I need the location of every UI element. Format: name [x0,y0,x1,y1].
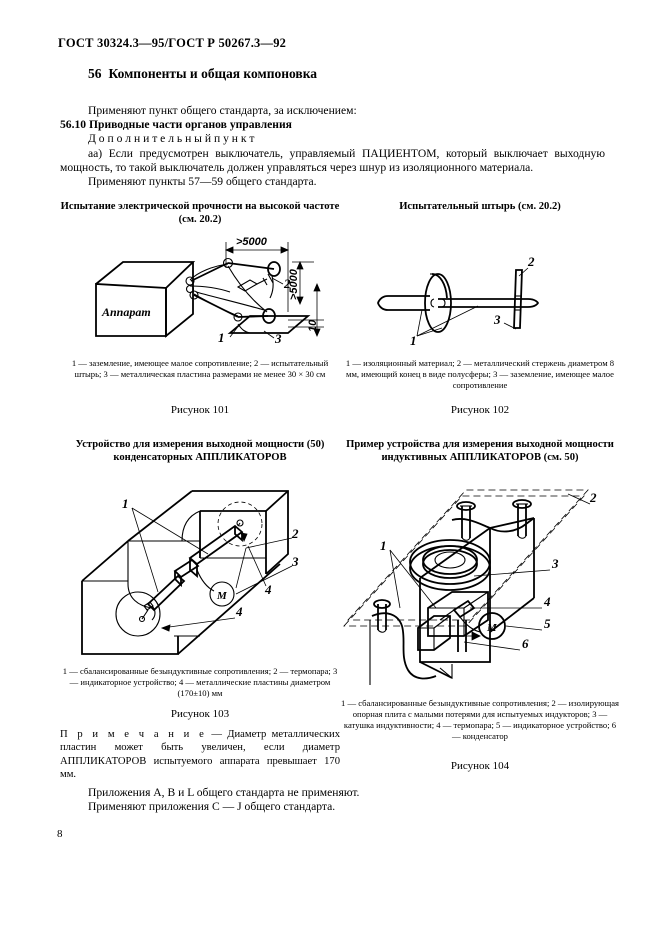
meter-label: M [486,622,498,634]
apparatus-box: Аппарат [95,261,196,338]
callout-2: 2 [283,276,291,291]
figure-104-caption: 1 — сбалансированные безындуктивные сопр… [341,698,619,741]
body-line-last: Применяют пункты 57—59 общего стандарта. [88,175,317,189]
inductor-coil [409,539,491,591]
dimension-horizontal: >5000 [224,236,290,312]
figure-101-number: Рисунок 101 [170,404,230,416]
indicator-meter: M [478,612,506,640]
resistor-bar [146,522,244,612]
dimension-10-label: 10 [307,319,319,332]
note-text: Диаметр металлических пластин может быть… [60,729,340,781]
figure-102-number: Рисунок 102 [450,404,510,416]
figure-101-callouts: 1 2 3 [218,276,291,346]
dimension-vertical-label: >5000 [288,268,300,300]
callout-4a: 4 [264,582,272,597]
dimension-10: 10 [288,282,324,338]
section-number: 56 [88,66,102,81]
figure-102-title: Испытательный штырь (см. 20.2) [399,201,561,212]
meter-circle [209,581,235,607]
callout-2: 2 [527,254,535,269]
capacitor-applicator-body [81,490,289,655]
dimension-vertical: >5000 [288,260,314,306]
capacitor-symbol [457,620,481,652]
callout-4b: 4 [235,604,243,619]
callout-6: 6 [522,636,529,651]
closing-line-1: Приложения А, В и L общего стандарта не … [88,786,360,799]
figure-104-callouts: 1 2 3 4 5 6 [380,490,597,651]
body-additional-item: Д о п о л н и т е л ь н ы й п у н к т [88,132,255,146]
callout-1: 1 [218,330,225,345]
figure-102-callouts: 1 2 3 [410,254,535,348]
callout-2: 2 [589,490,597,505]
figure-104-title: Пример устройства для измерения выходной… [346,439,614,463]
callout-3: 3 [551,556,559,571]
figure-101-diagram: Аппарат [78,232,328,352]
mounting-screws [373,499,532,633]
callout-3: 3 [274,331,282,346]
figure-103-diagram: M 1 2 3 4 4 [70,486,335,661]
body-text: Применяют пункт общего стандарта, за иск… [60,104,605,189]
metal-rod [430,298,540,308]
standard-header: ГОСТ 30324.3—95/ГОСТ Р 50267.3—92 [58,36,287,50]
resistor-block [417,591,489,651]
callout-1: 1 [380,538,387,553]
note-block: П р и м е ч а н и е — Диаметр металличес… [60,728,340,782]
page-number: 8 [57,828,63,840]
figure-104-diagram: M 1 2 3 4 5 6 [340,480,625,685]
callout-2: 2 [291,526,299,541]
figure-101-caption: 1 — заземление, имеющее малое сопротивле… [71,358,329,379]
figure-102-diagram: 1 2 3 [370,248,600,353]
callout-3: 3 [493,312,501,327]
callout-5: 5 [544,616,551,631]
upper-electrode [217,501,263,547]
note-label: П р и м е ч а н и е [60,729,206,740]
body-subheading: 56.10 Приводные части органов управления [60,118,292,132]
figure-103-number: Рисунок 103 [170,708,230,720]
figure-103-callouts: 1 2 3 4 4 [122,496,299,632]
body-line-1: Применяют пункт общего стандарта, за иск… [88,104,357,117]
thermocouple-lead: M [196,569,235,607]
callout-1: 1 [122,496,129,511]
figure-102-caption: 1 — изоляционный материал; 2 — металличе… [345,358,615,390]
body-item-aa: аа) Если предусмотрен выключатель, управ… [60,146,605,174]
callout-4: 4 [543,594,551,609]
dimension-horizontal-label: >5000 [236,236,268,248]
insulating-handle [377,295,430,311]
note-dash: — [206,729,228,740]
figure-104-number: Рисунок 104 [450,760,510,772]
callout-3: 3 [291,554,299,569]
figure-103-title: Устройство для измерения выходной мощнос… [75,439,325,463]
callout-1: 1 [410,333,417,348]
page-title: 56 Компоненты и общая компоновка [88,66,317,82]
meter-label: M [216,590,228,602]
closing-block: Приложения А, В и L общего стандарта не … [88,786,508,815]
disc-flange [424,273,452,333]
figure-103-caption: 1 — сбалансированные безындуктивные сопр… [62,666,338,698]
svg-text:Аппарат: Аппарат [101,305,151,319]
applicator-body [369,517,535,685]
insulating-support-plate [343,489,589,627]
section-title-text: Компоненты и общая компоновка [108,66,318,81]
ground-strip [513,269,523,329]
closing-line-2: Применяют приложения С — J общего станда… [88,800,336,814]
figure-101-title: Испытание электрической прочности на выс… [60,201,340,225]
test-linkage [185,257,281,324]
